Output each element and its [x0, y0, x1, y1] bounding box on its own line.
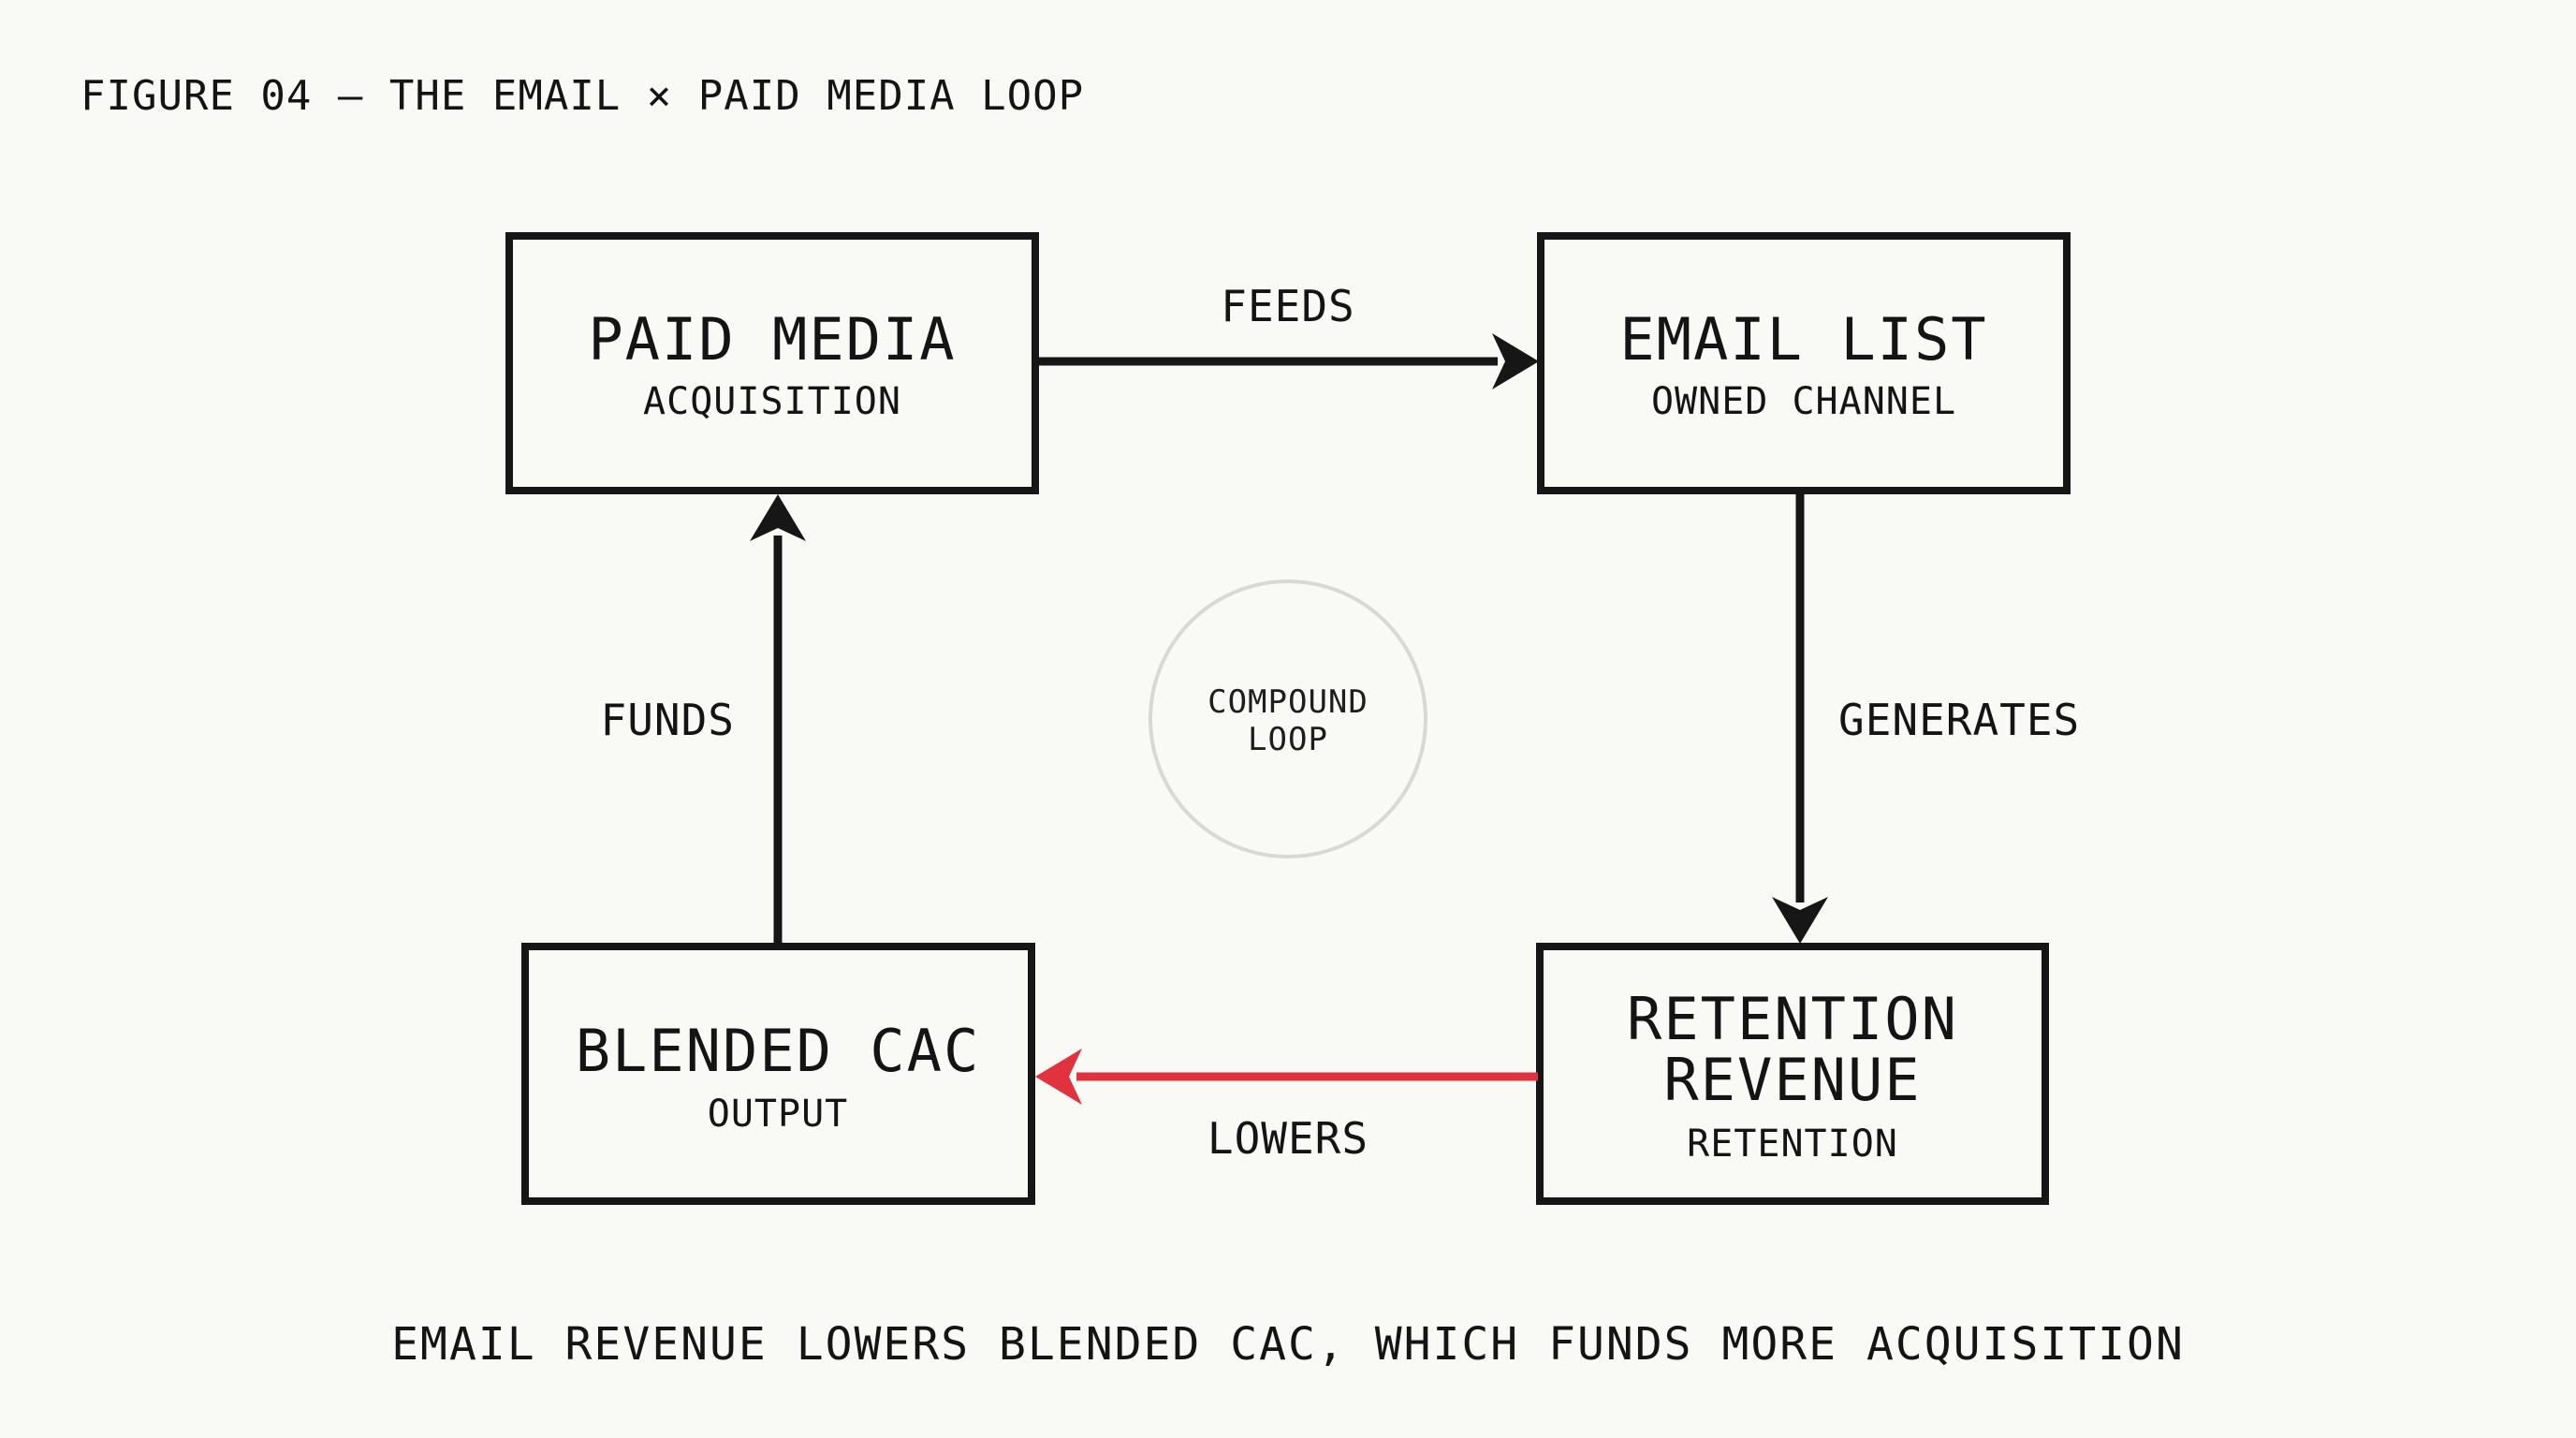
funds-label: FUNDS: [601, 695, 735, 745]
lowers-arrowhead: [1035, 1049, 1082, 1105]
feeds-arrowhead: [1492, 333, 1539, 389]
email-list-title: EMAIL LIST: [1619, 305, 1987, 374]
paid-media-subtitle: ACQUISITION: [643, 380, 901, 423]
node-retention-revenue: RETENTION REVENUE RETENTION: [1536, 943, 2049, 1205]
generates-arrowhead: [1772, 897, 1828, 944]
compound-loop-marker: COMPOUND LOOP: [1149, 580, 1427, 858]
retention-revenue-box: [1536, 943, 2049, 1205]
compound-loop-line1: COMPOUND: [1208, 683, 1368, 721]
email-list-box: [1537, 232, 2071, 494]
funds-arrowhead: [750, 494, 806, 541]
blended-cac-subtitle: OUTPUT: [708, 1093, 849, 1136]
edge-lowers: LOWERS: [1035, 1049, 1538, 1164]
blended-cac-title: BLENDED CAC: [576, 1017, 981, 1085]
generates-label: GENERATES: [1838, 695, 2080, 745]
lowers-label: LOWERS: [1208, 1113, 1368, 1164]
node-blended-cac: BLENDED CAC OUTPUT: [521, 943, 1035, 1205]
figure-caption: EMAIL REVENUE LOWERS BLENDED CAC, WHICH …: [391, 1318, 2185, 1371]
node-email-list: EMAIL LIST OWNED CHANNEL: [1537, 232, 2071, 494]
figure-label: FIGURE 04 — THE EMAIL × PAID MEDIA LOOP: [80, 72, 1084, 120]
edge-feeds: FEEDS: [1039, 281, 1539, 389]
paid-media-title: PAID MEDIA: [588, 305, 956, 374]
edge-generates: GENERATES: [1772, 494, 2080, 944]
node-paid-media: PAID MEDIA ACQUISITION: [505, 232, 1039, 494]
retention-revenue-subtitle: RETENTION: [1687, 1123, 1898, 1166]
paid-media-box: [505, 232, 1039, 494]
compound-loop-circle: [1149, 580, 1427, 858]
edge-funds: FUNDS: [601, 494, 806, 944]
feeds-label: FEEDS: [1221, 281, 1354, 331]
retention-revenue-title-line2: REVENUE: [1663, 1046, 1921, 1114]
retention-revenue-title-line1: RETENTION: [1627, 985, 1958, 1053]
compound-loop-line2: LOOP: [1248, 721, 1328, 758]
blended-cac-box: [521, 943, 1035, 1205]
email-list-subtitle: OWNED CHANNEL: [1651, 380, 1956, 423]
